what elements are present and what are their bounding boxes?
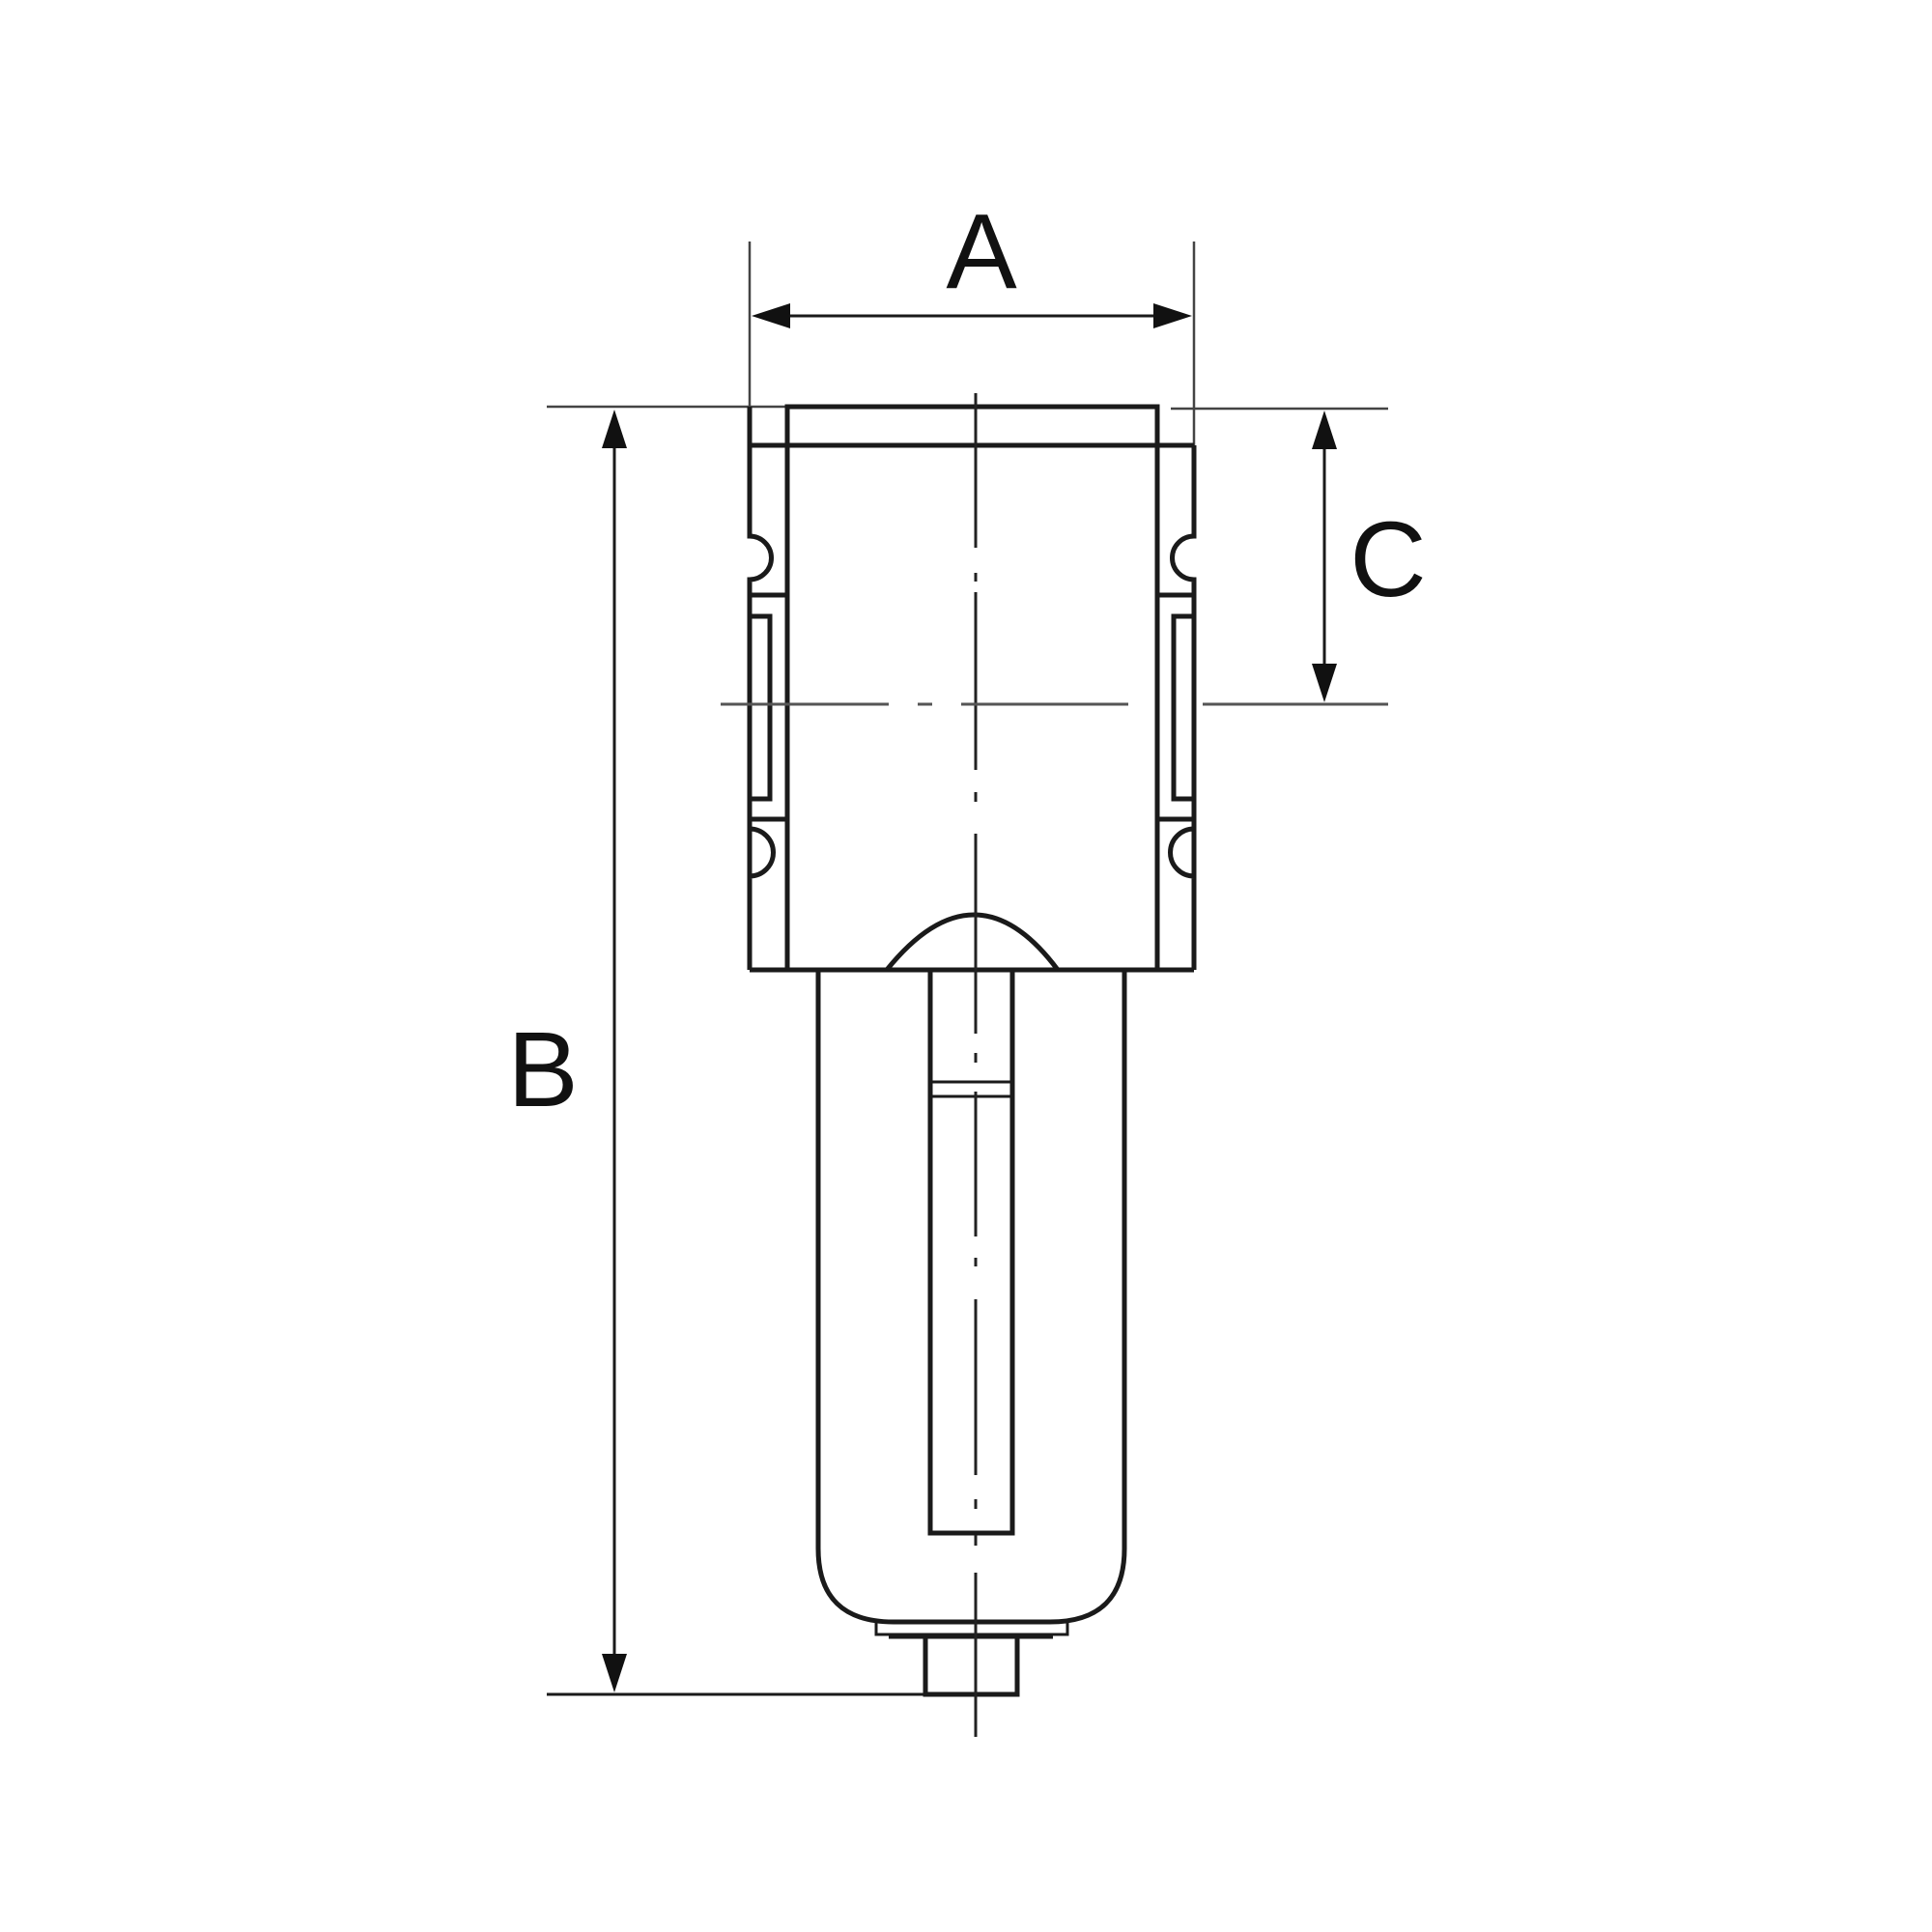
dimension-a: A — [748, 192, 1196, 445]
dome — [885, 912, 1061, 972]
drain-plug — [923, 1634, 1020, 1697]
arrow-left-icon — [752, 303, 790, 328]
arrow-right-icon — [1153, 303, 1192, 328]
arrow-down-icon — [602, 1654, 627, 1692]
dimension-b: B — [507, 405, 925, 1696]
bowl-outline — [815, 970, 1127, 1625]
arrow-down-icon — [1312, 664, 1337, 702]
port-slot-left — [747, 613, 773, 802]
head-body — [747, 404, 1197, 973]
dimension-c: C — [1171, 407, 1427, 702]
center-lines — [721, 393, 1388, 1737]
arrow-up-icon — [602, 410, 627, 448]
arrow-up-icon — [1312, 411, 1337, 449]
dim-b-label: B — [507, 1010, 578, 1129]
port-slot-right — [1171, 613, 1197, 802]
bowl — [815, 967, 1127, 1697]
outer-profile-right — [1157, 445, 1197, 970]
top-cap — [784, 404, 1160, 448]
filter-stem — [927, 967, 1015, 1536]
dim-c-label: C — [1350, 500, 1426, 619]
dim-a-label: A — [946, 192, 1017, 311]
